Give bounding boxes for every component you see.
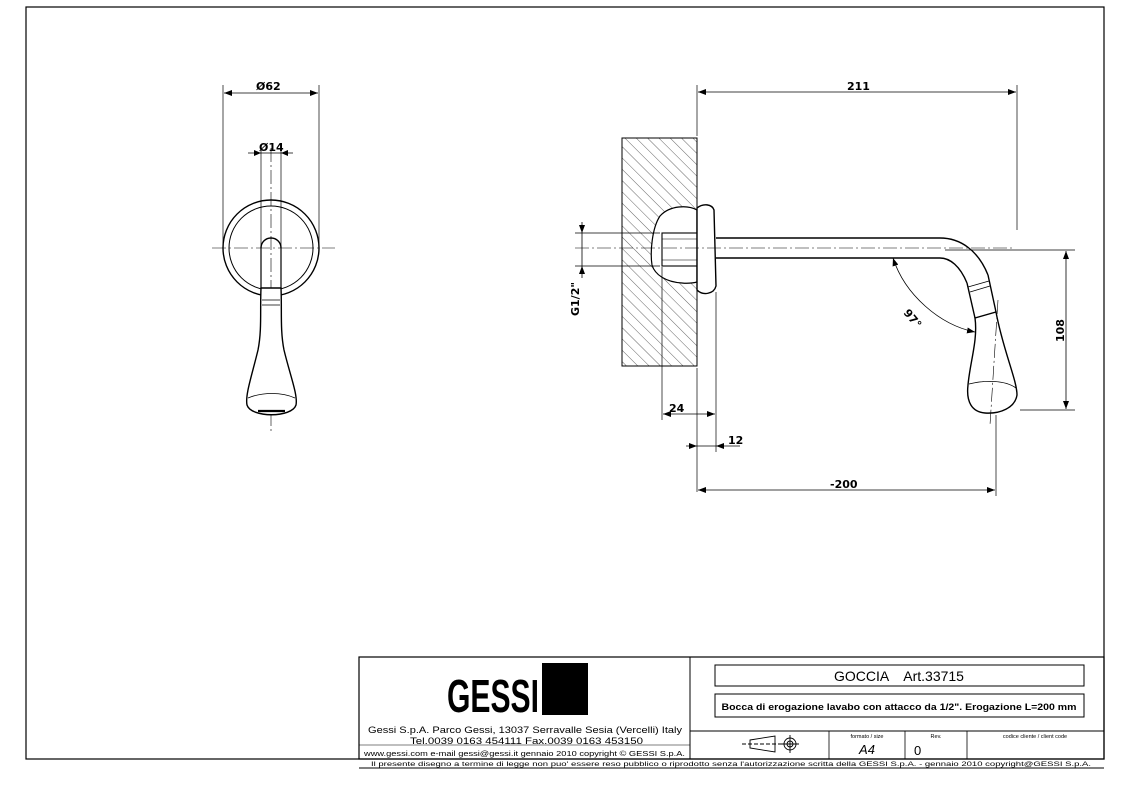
pipe-bend bbox=[939, 237, 989, 276]
drawing-frame bbox=[25, 6, 1105, 760]
side-view bbox=[575, 85, 1075, 496]
gessi-logo: GESSI bbox=[447, 663, 588, 722]
format-label: formato / size bbox=[850, 734, 883, 740]
product-title: GOCCIA Art.33715 bbox=[834, 668, 964, 684]
product-title-box bbox=[714, 664, 1085, 687]
legal-notice: Il presente disegno a termine di legge n… bbox=[371, 761, 1091, 768]
thread-connector bbox=[661, 232, 698, 267]
dim-d62-label: Ø62 bbox=[256, 80, 281, 93]
dim-211-label: 211 bbox=[847, 80, 870, 93]
svg-text:GESSI: GESSI bbox=[447, 670, 539, 722]
format-value: A4 bbox=[858, 742, 875, 757]
dim-24-label: 24 bbox=[669, 402, 685, 415]
title-block bbox=[358, 656, 1105, 769]
dim-thread-label: G1/2" bbox=[569, 282, 582, 316]
rev-label: Rev. bbox=[931, 734, 942, 740]
dim-arc-97 bbox=[892, 257, 976, 334]
pipe-section bbox=[260, 237, 282, 249]
client-code-label: codice cliente / client code bbox=[1003, 734, 1067, 740]
product-description: Bocca di erogazione lavabo con attacco d… bbox=[722, 702, 1077, 713]
company-address-line: Gessi S.p.A. Parco Gessi, 13037 Serraval… bbox=[368, 725, 682, 736]
dim-d14-label: Ø14 bbox=[259, 141, 284, 154]
dim-12-label: 12 bbox=[728, 434, 743, 447]
front-view bbox=[212, 85, 335, 432]
rev-value: 0 bbox=[914, 743, 921, 758]
projection-symbol-icon bbox=[742, 735, 799, 753]
description-box bbox=[714, 693, 1085, 718]
phone-fax-line: Tel.0039 0163 454111 Fax.0039 0163 45315… bbox=[410, 736, 643, 747]
drop-spout-side bbox=[966, 311, 1018, 414]
web-email-line: www.gessi.com e-mail gessi@gessi.it genn… bbox=[363, 750, 685, 758]
rosette-side bbox=[696, 204, 717, 295]
dim-108-label: 108 bbox=[1054, 319, 1067, 342]
drop-spout-front bbox=[245, 287, 298, 416]
dim-200-label: -200 bbox=[830, 478, 858, 491]
dim-97-label: 97° bbox=[901, 307, 924, 331]
